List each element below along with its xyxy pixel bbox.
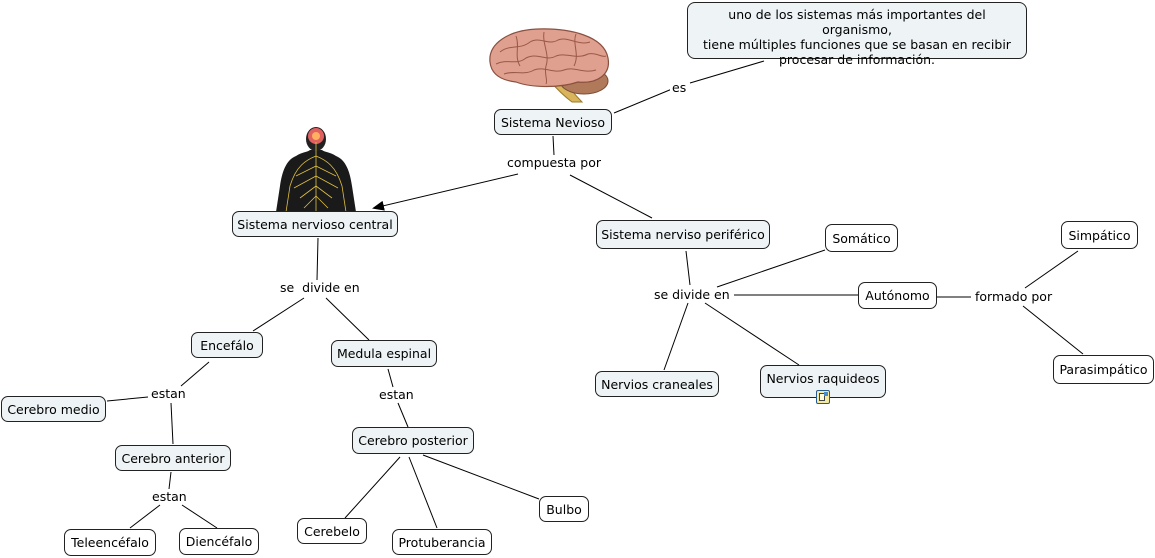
link-root-compuesta [552, 135, 555, 156]
link-posterior-protuberancia [408, 456, 438, 529]
node-medula-espinal[interactable]: Medula espinal [331, 340, 437, 367]
node-nervios-craneales[interactable]: Nervios craneales [595, 371, 719, 397]
link-label-formado-por: formado por [973, 289, 1055, 304]
link-divide-encefalo [252, 297, 305, 332]
node-cerebro-anterior[interactable]: Cerebro anterior [115, 445, 231, 471]
description-line-3: procesar de información. [779, 52, 935, 67]
node-somatico[interactable]: Somático [825, 224, 898, 252]
link-formado-simpatico [1024, 250, 1079, 289]
link-formado-parasimpatico [1022, 305, 1084, 355]
node-sistema-nervioso[interactable]: Sistema Nevioso [494, 109, 612, 135]
link-encefalo-estan [180, 361, 210, 387]
link-divide-craneales [663, 302, 689, 371]
node-parasimpatico[interactable]: Parasimpático [1053, 355, 1154, 384]
node-diencefalo[interactable]: Diencéfalo [179, 528, 259, 555]
link-divide-somatico [716, 249, 826, 288]
link-root-es [613, 88, 673, 114]
link-es-desc [689, 60, 765, 84]
node-cerebro-medio[interactable]: Cerebro medio [1, 396, 106, 422]
node-cerebro-posterior[interactable]: Cerebro posterior [352, 427, 474, 454]
link-anterior-estan [168, 471, 172, 490]
link-compuesta-snc [372, 173, 519, 211]
link-posterior-cerebelo [344, 456, 401, 519]
link-estan-teleencefalo [129, 504, 161, 529]
link-estan-anterior [170, 402, 174, 445]
node-sistema-nervioso-central[interactable]: Sistema nervioso central [232, 211, 398, 237]
link-label-es: es [670, 80, 689, 95]
description-line-2: tiene múltiples funciones que se basan e… [703, 37, 1011, 52]
node-simpatico[interactable]: Simpático [1061, 221, 1138, 249]
node-sistema-nervioso-periferico[interactable]: Sistema nerviso periférico [596, 220, 770, 249]
description-line-1: uno de los sistemas más importantes del … [728, 7, 986, 37]
brain-image [489, 28, 609, 103]
node-encefalo[interactable]: Encefálo [191, 332, 263, 358]
resource-document-icon[interactable] [816, 390, 830, 404]
link-estan-cerebromedio [106, 396, 149, 402]
link-divide-medula [325, 297, 370, 341]
node-nervios-raquideos-label: Nervios raquideos [766, 371, 880, 386]
link-compuesta-snp [569, 174, 653, 219]
link-posterior-bulbo [422, 454, 540, 500]
link-estan-posterior [397, 402, 409, 428]
link-label-compuesta-por: compuesta por [505, 155, 604, 170]
description-node[interactable]: uno de los sistemas más importantes del … [687, 2, 1027, 67]
node-protuberancia[interactable]: Protuberancia [392, 529, 492, 555]
link-label-se-divide-en-periferico: se divide en [652, 287, 732, 302]
link-label-estan-medula: estan [377, 387, 416, 402]
node-nervios-raquideos[interactable]: Nervios raquideos [760, 365, 886, 398]
link-snp-divide [685, 250, 691, 286]
link-snc-divide [316, 237, 319, 281]
link-medula-estan [387, 368, 394, 388]
node-autonomo[interactable]: Autónomo [858, 282, 937, 309]
node-teleencefalo[interactable]: Teleencéfalo [64, 529, 156, 556]
nervous-system-body-image [276, 127, 356, 212]
node-cerebelo[interactable]: Cerebelo [297, 518, 367, 544]
link-estan-diencefalo [181, 504, 218, 529]
link-label-estan-encefalo: estan [149, 386, 188, 401]
node-bulbo[interactable]: Bulbo [539, 496, 589, 522]
link-divide-raquideos [704, 302, 800, 366]
link-label-se-divide-en-central: se divide en [278, 280, 362, 295]
link-label-estan-anterior: estan [150, 489, 189, 504]
